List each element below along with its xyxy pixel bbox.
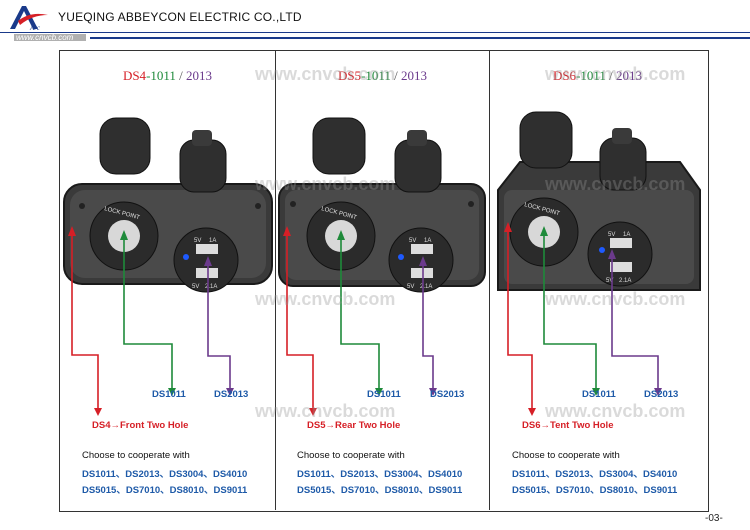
title-mid: -1011 <box>146 68 176 83</box>
label-ds1011: DS1011 <box>152 389 186 400</box>
panel-title: DS4-1011 / 2013 <box>60 68 275 84</box>
title-2013: 2013 <box>616 68 643 83</box>
usb-label-a2: 2.1A <box>205 284 217 290</box>
usb-label-a2: 2.1A <box>420 284 432 290</box>
product-illustration: LOCK POINT 5V 1A 5V 2.1A <box>63 117 273 416</box>
website-link[interactable]: www.cnvcb.com <box>16 33 74 42</box>
model-list-line2: DS5015、DS7010、DS8010、DS9011 <box>512 485 678 496</box>
product-illustration: LOCK POINT 5V 1A 5V 2.1A <box>278 117 486 416</box>
usb-label-v2: 5V <box>192 284 199 290</box>
cooperate-text: Choose to cooperate with <box>512 450 620 461</box>
title-2013: 2013 <box>401 68 428 83</box>
panel-title: DS6-1011 / 2013 <box>490 68 705 84</box>
company-name: YUEQING ABBEYCON ELECTRIC CO.,LTD <box>58 10 302 24</box>
model-list-line1: DS1011、DS2013、DS3004、DS4010 <box>297 469 463 480</box>
panel-title: DS5-1011 / 2013 <box>275 68 490 84</box>
label-ds2013: DS2013 <box>214 389 249 400</box>
logo-text: Arc <box>29 24 41 32</box>
header-rule <box>0 32 750 33</box>
label-hole-type: DS5→Rear Two Hole <box>307 420 401 431</box>
panel-divider <box>489 50 490 510</box>
header-bar <box>14 34 86 41</box>
usb-label-a1: 1A <box>209 238 216 244</box>
label-ds1011: DS1011 <box>582 389 616 400</box>
title-slash: / <box>175 68 187 83</box>
title-ds: DS4 <box>122 68 147 83</box>
label-ds2013: DS2013 <box>430 389 465 400</box>
title-2013: 2013 <box>186 68 213 83</box>
label-hole-type: DS6→Tent Two Hole <box>522 420 614 431</box>
usb-label-v1: 5V <box>608 232 615 238</box>
product-panel: DS6-1011 / 2013 LOCK POINT 5V 1A 5V 2.1A <box>490 50 705 510</box>
usb-label-a1: 1A <box>424 238 431 244</box>
product-panel: DS4-1011 / 2013 LOCK POINT 5V 1A 5V 2.1A <box>60 50 275 510</box>
usb-label-v1: 5V <box>409 238 416 244</box>
title-ds: DS5 <box>337 68 362 83</box>
title-slash: / <box>390 68 402 83</box>
model-list-line2: DS5015、DS7010、DS8010、DS9011 <box>82 485 248 496</box>
usb-label-v2: 5V <box>606 278 613 284</box>
header-bar-line <box>90 37 750 39</box>
model-list-line1: DS1011、DS2013、DS3004、DS4010 <box>512 469 678 480</box>
title-slash: / <box>605 68 617 83</box>
usb-label-v1: 5V <box>194 238 201 244</box>
cooperate-text: Choose to cooperate with <box>82 450 190 461</box>
model-list-line1: DS1011、DS2013、DS3004、DS4010 <box>82 469 248 480</box>
usb-label-a2: 2.1A <box>619 278 631 284</box>
usb-label-a1: 1A <box>623 232 630 238</box>
model-list-line2: DS5015、DS7010、DS8010、DS9011 <box>297 485 463 496</box>
label-hole-type: DS4→Front Two Hole <box>92 420 189 431</box>
title-ds: DS6 <box>552 68 577 83</box>
page-number: -03- <box>705 513 723 524</box>
title-mid: -1011 <box>361 68 391 83</box>
label-ds2013: DS2013 <box>644 389 679 400</box>
product-frame <box>59 50 709 512</box>
cooperate-text: Choose to cooperate with <box>297 450 405 461</box>
product-panel: DS5-1011 / 2013 LOCK POINT 5V 1A 5V 2.1A <box>275 50 490 510</box>
panel-divider <box>275 50 276 510</box>
usb-label-v2: 5V <box>407 284 414 290</box>
page-header: Arc YUEQING ABBEYCON ELECTRIC CO.,LTD ww… <box>0 0 750 42</box>
label-ds1011: DS1011 <box>367 389 401 400</box>
product-illustration: LOCK POINT 5V 1A 5V 2.1A <box>497 111 701 416</box>
company-logo: Arc <box>10 6 48 32</box>
title-mid: -1011 <box>576 68 606 83</box>
